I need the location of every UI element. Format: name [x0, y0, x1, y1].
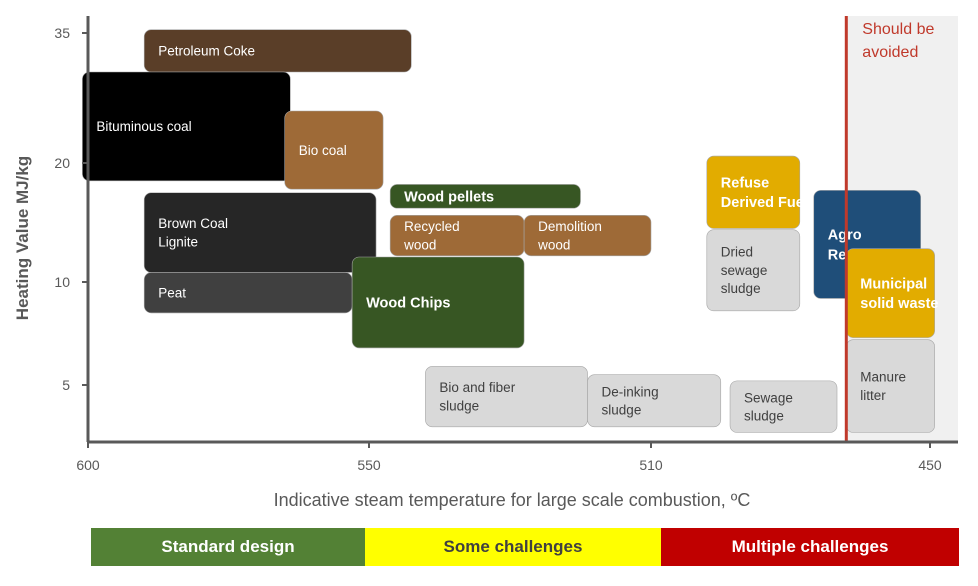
x-tick-label: 600 [76, 457, 100, 473]
x-tick-label: 550 [357, 457, 381, 473]
fuel-label-bio-coal: Bio coal [299, 143, 347, 158]
scale-standard-design-label: Standard design [161, 537, 295, 556]
y-axis-label: Heating Value MJ/kg [13, 156, 32, 320]
fuel-box-peat: Peat [143, 272, 353, 314]
scale-some-challenges-label: Some challenges [443, 537, 583, 556]
scale-multiple-challenges: Multiple challenges [661, 528, 959, 566]
x-ticks: 600 550 510 450 [76, 442, 942, 473]
scale-some-challenges: Some challenges [365, 528, 661, 566]
fuel-label-peat: Peat [158, 285, 186, 300]
y-tick-label: 10 [54, 274, 70, 290]
x-tick-label: 450 [918, 457, 942, 473]
fuel-box-bio-coal: Bio coal [284, 110, 384, 190]
x-tick-label: 510 [639, 457, 663, 473]
fuel-box-petroleum-coke: Petroleum Coke [143, 29, 412, 73]
fuel-label-wood-pellets: Wood pellets [404, 189, 494, 205]
fuel-box-wood-chips: Wood Chips [351, 256, 525, 349]
fuel-box-wood-pellets: Wood pellets [389, 184, 581, 209]
fuel-label-bituminous-coal: Bituminous coal [96, 119, 191, 134]
x-axis-label: Indicative steam temperature for large s… [274, 490, 751, 510]
y-tick-label: 20 [54, 155, 70, 171]
fuel-label-petroleum-coke: Petroleum Coke [158, 44, 255, 59]
y-tick-label: 35 [54, 25, 70, 41]
scale-standard-design: Standard design [91, 528, 365, 566]
y-ticks: 5 10 20 35 [54, 25, 88, 393]
fuel-label-wood-chips: Wood Chips [366, 296, 450, 312]
y-tick-label: 5 [62, 377, 70, 393]
scale-multiple-challenges-label: Multiple challenges [731, 537, 889, 556]
fuel-box-bituminous-coal: Bituminous coal [82, 71, 291, 182]
